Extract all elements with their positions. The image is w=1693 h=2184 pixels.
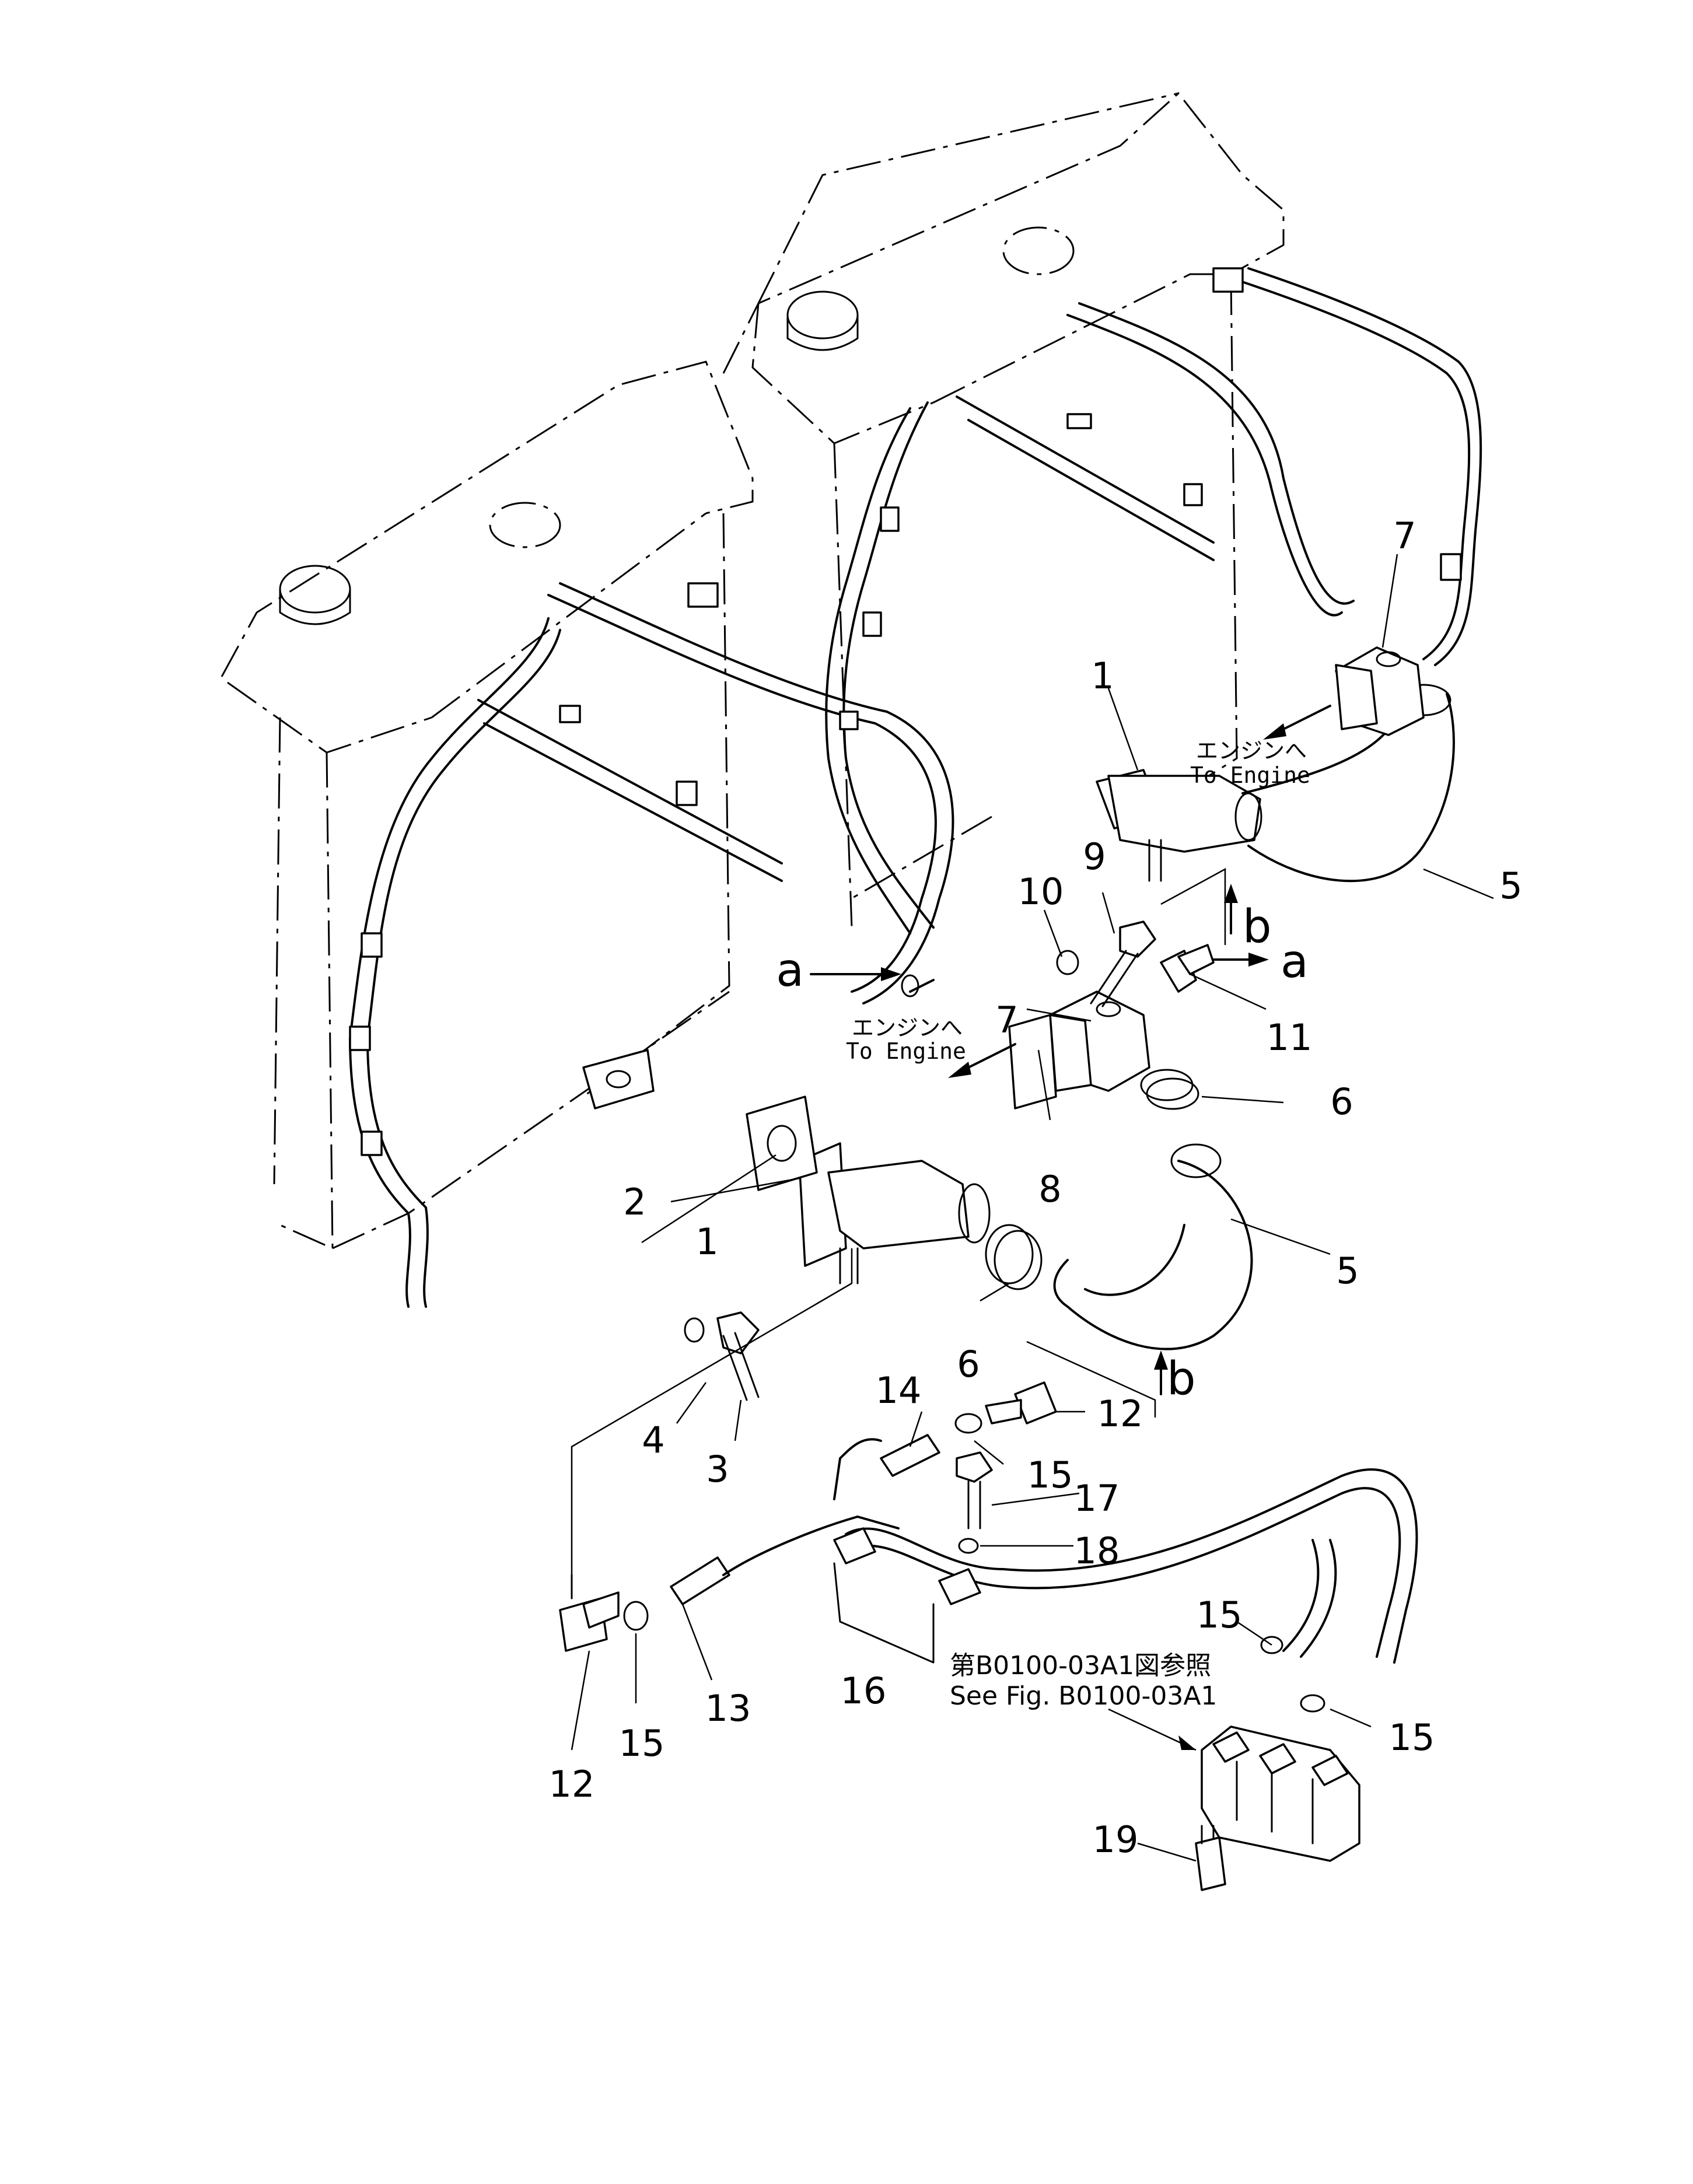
to-engine-jp-lower: エンジンへ (852, 1015, 963, 1041)
clamp-15-c (1260, 1636, 1283, 1654)
to-engine-jp-upper: エンジンへ (1196, 738, 1307, 764)
callout-18: 18 (1074, 1530, 1120, 1572)
callout-6-upper: 6 (1330, 1080, 1353, 1123)
flow-arrow-b-lower (1026, 1340, 1168, 1418)
clamp-15-b (623, 1601, 649, 1631)
front-radiator-assembly (221, 360, 954, 1308)
callout-14: 14 (876, 1369, 922, 1412)
gasket-2 (746, 1096, 818, 1191)
callout-4: 4 (642, 1419, 664, 1461)
valve-manifold (1201, 1726, 1360, 1862)
callout-5-upper: 5 (1499, 864, 1522, 907)
reference-note: 第B0100-03A1図参照 See Fig. B0100-03A1 (950, 1651, 1217, 1711)
clamp-15-a (954, 1413, 982, 1434)
callout-1-upper: 1 (1091, 654, 1114, 697)
to-engine-note-lower: エンジンへ To Engine (846, 1015, 966, 1064)
flow-labels: a a b b (776, 901, 1309, 1405)
flow-arrow-b-upper (1160, 867, 1238, 945)
callout-7-lower: 7 (995, 999, 1018, 1041)
callout-9: 9 (1083, 835, 1106, 878)
to-engine-note-upper: エンジンへ To Engine (1190, 738, 1310, 788)
clamp-6-lower (985, 1224, 1043, 1290)
rear-radiator-assembly (722, 92, 1482, 935)
tee-fitting-12-upper (985, 1381, 1057, 1424)
to-engine-en-upper: To Engine (1190, 762, 1310, 788)
hose-14 (880, 1434, 940, 1477)
callout-12-lower: 12 (549, 1763, 595, 1805)
callout-1-lower: 1 (695, 1220, 718, 1263)
washer-4 (684, 1317, 705, 1343)
bolt-17 (956, 1451, 993, 1530)
reference-note-jp: 第B0100-03A1図参照 (950, 1651, 1211, 1681)
callout-11: 11 (1267, 1016, 1313, 1059)
callout-5-lower: 5 (1336, 1250, 1359, 1292)
rear-elbow (1335, 646, 1425, 736)
callout-8: 8 (1038, 1168, 1061, 1210)
to-engine-arrow-lower (948, 1043, 1016, 1078)
callout-3: 3 (706, 1448, 729, 1490)
callout-10: 10 (1018, 870, 1064, 913)
callout-16: 16 (841, 1670, 887, 1712)
hose-13 (670, 1556, 730, 1605)
callout-15-c: 15 (1197, 1594, 1243, 1636)
reference-note-en: See Fig. B0100-03A1 (950, 1681, 1217, 1711)
bracket-16 (833, 1527, 981, 1664)
callout-17: 17 (1074, 1477, 1120, 1520)
bolt-3 (716, 1311, 760, 1401)
callout-labels: 1 1 2 3 4 5 5 6 6 7 7 8 9 10 11 12 12 13… (549, 514, 1523, 1861)
washer-18 (958, 1538, 979, 1554)
callout-19: 19 (1093, 1818, 1139, 1861)
flow-arrow-a-right (1212, 953, 1269, 967)
flow-arrow-a-left (810, 967, 901, 981)
callout-15-b: 15 (619, 1722, 665, 1765)
to-engine-arrow-upper (1263, 705, 1331, 740)
clamp-6-upper (1140, 1069, 1199, 1110)
leader-lines (571, 554, 1494, 1862)
front-radiator-cap (279, 565, 351, 625)
drain-cock-19 (1195, 1825, 1226, 1891)
rear-outlet-pipe (1107, 775, 1262, 882)
hose-5-lower (1053, 1143, 1253, 1350)
callout-15-a: 15 (1027, 1454, 1073, 1496)
bolt-9 (1090, 921, 1156, 1007)
callout-12-upper: 12 (1097, 1392, 1143, 1435)
flow-label-b-lower: b (1167, 1353, 1196, 1405)
washer-10 (1056, 950, 1079, 975)
callout-2: 2 (623, 1181, 646, 1223)
callout-6-lower: 6 (957, 1343, 980, 1385)
front-outlet-pipe (798, 1142, 991, 1284)
callout-13: 13 (705, 1687, 751, 1730)
flow-label-a-left: a (776, 944, 804, 997)
clamp-15-d (1300, 1694, 1325, 1713)
elbow-7-lower (1049, 991, 1150, 1092)
callout-15-d: 15 (1389, 1716, 1435, 1759)
flow-label-a-right: a (1281, 936, 1309, 988)
rear-radiator-cap (786, 290, 859, 351)
elbow-fitting-12-lower (559, 1574, 620, 1652)
callout-7-upper: 7 (1393, 514, 1416, 557)
to-engine-en-lower: To Engine (846, 1038, 966, 1064)
flow-label-b-upper: b (1243, 901, 1272, 953)
elbow-fitting-11 (1160, 944, 1215, 993)
drain-hose-line (722, 1438, 1418, 1664)
